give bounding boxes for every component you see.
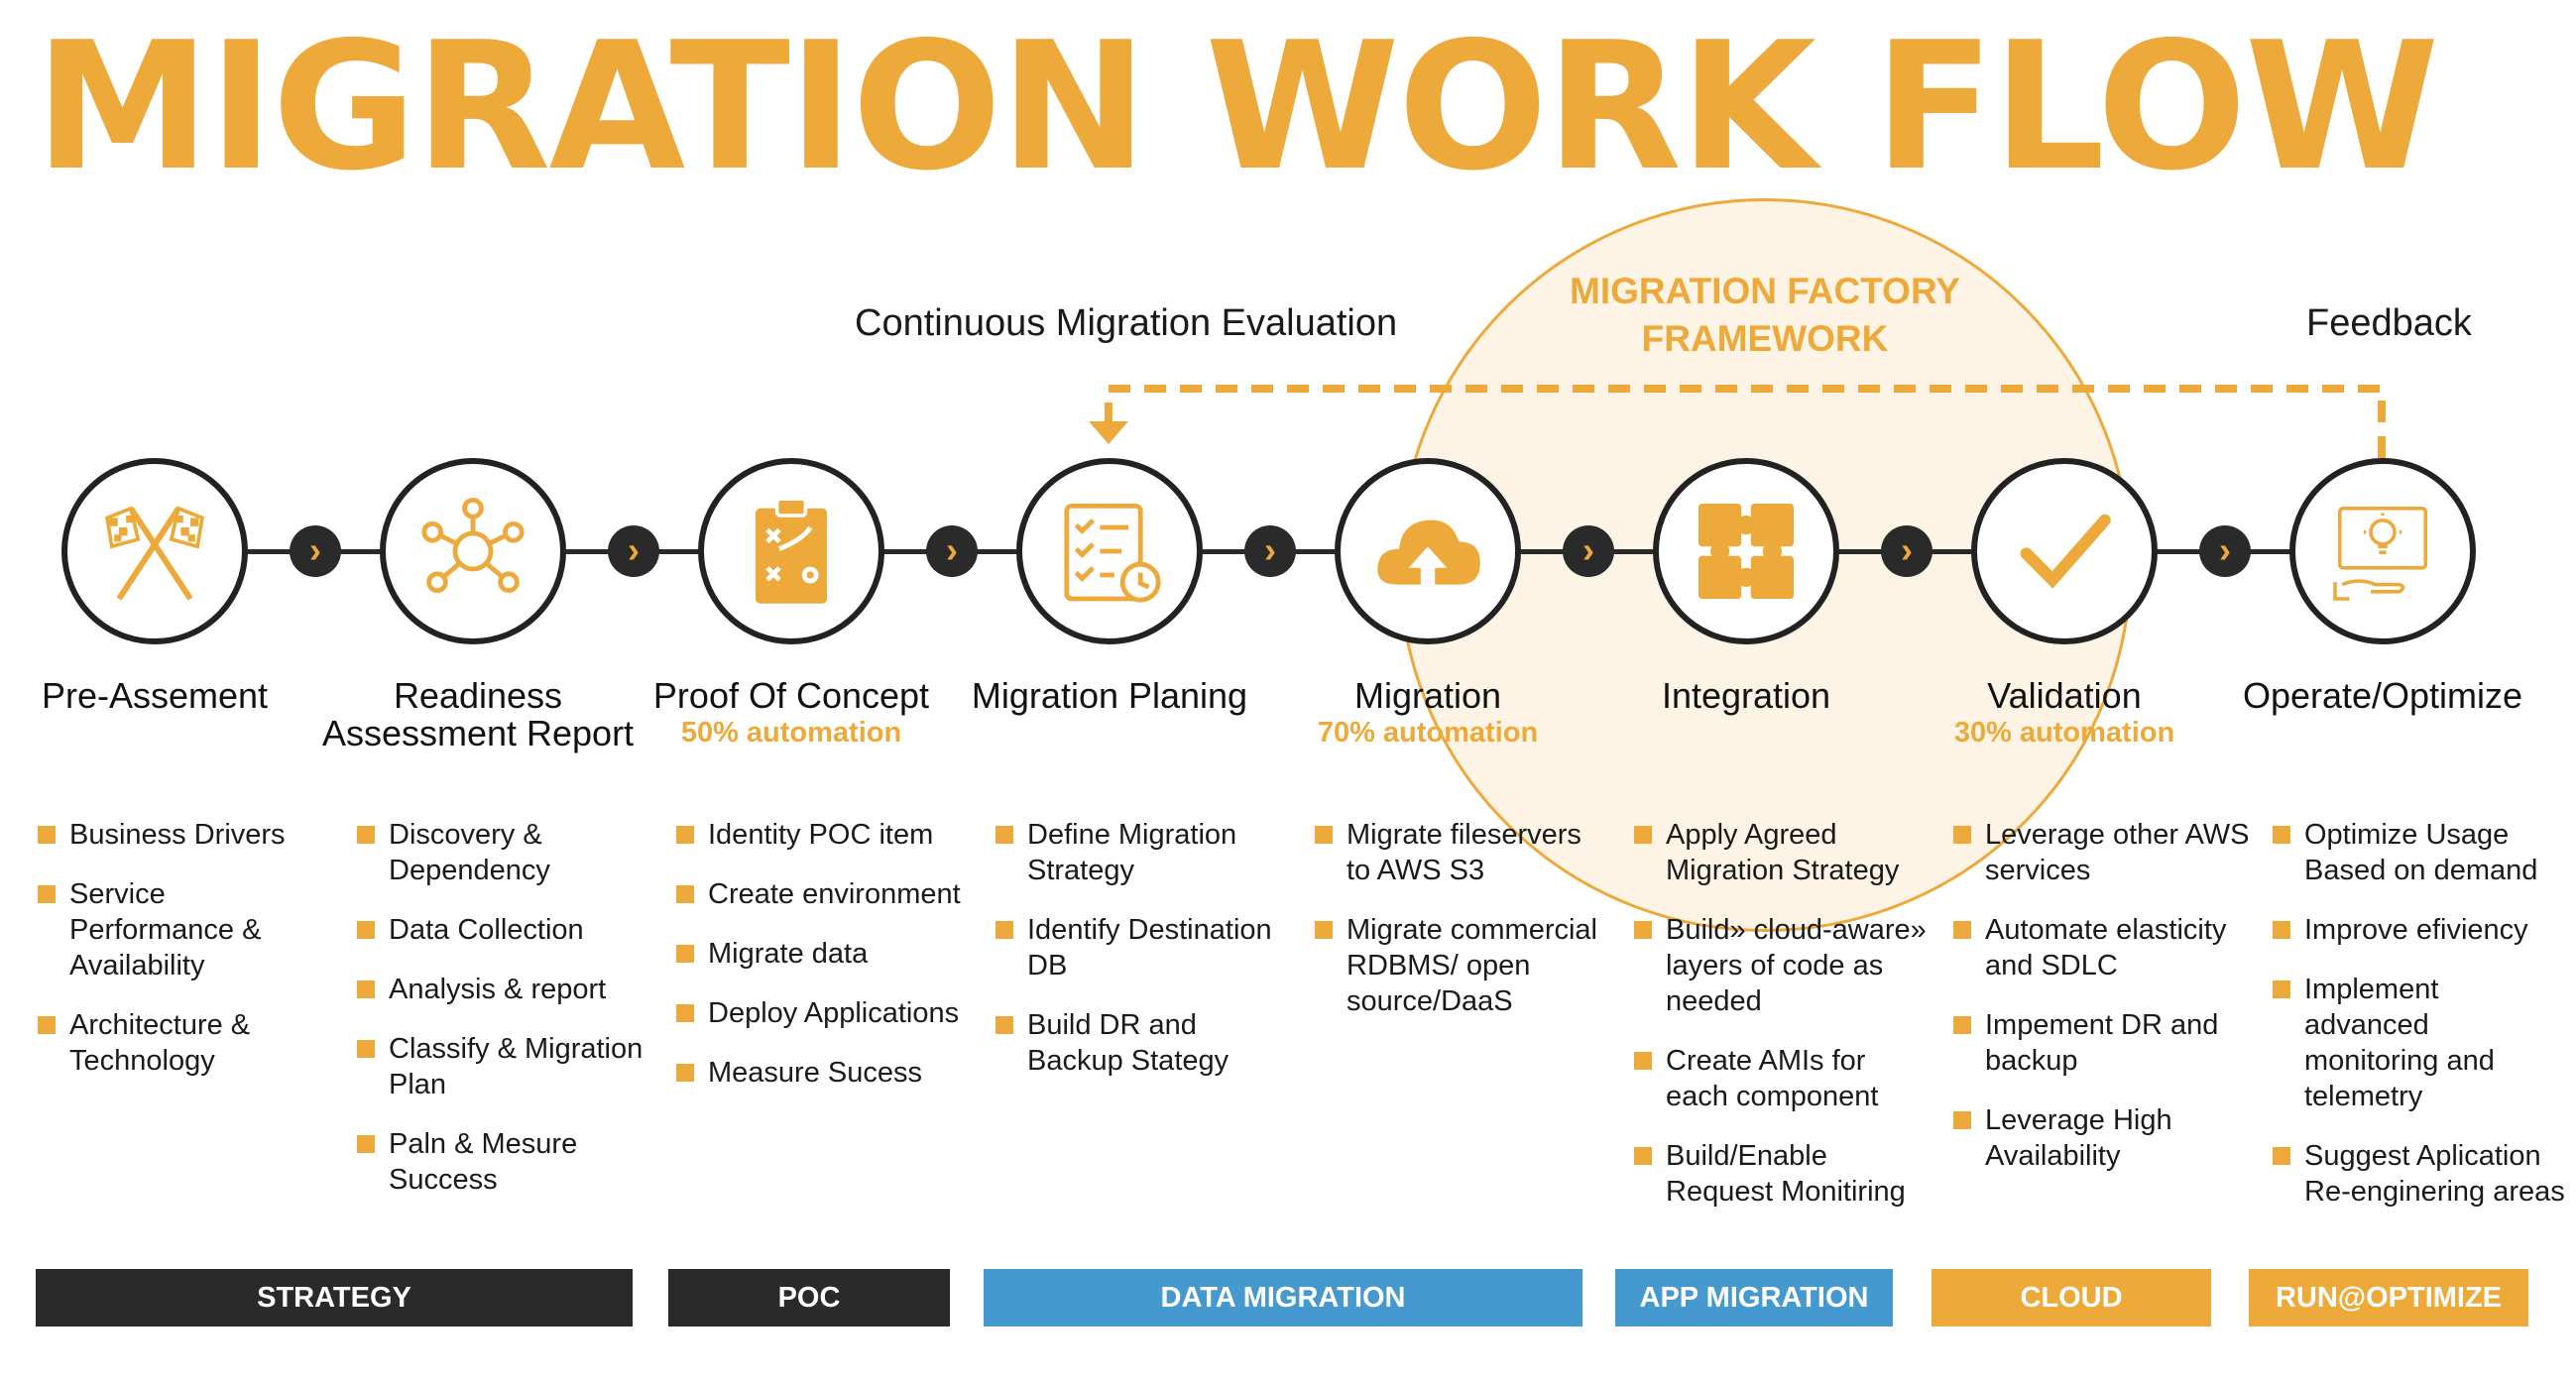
stage-title-text: Operate/Optimize	[2242, 675, 2523, 716]
stage-circle-operate	[2289, 458, 2476, 644]
stage-circle-planning	[1016, 458, 1203, 644]
stage-title: Readiness Assessment Report	[309, 677, 646, 752]
continuous-evaluation-label: Continuous Migration Evaluation	[855, 302, 1398, 344]
list-item: Migrate data	[676, 936, 974, 972]
list-item: Create AMIs for each component	[1634, 1043, 1932, 1114]
chevron-right-icon: ›	[926, 525, 978, 577]
stage-title: Migration Planing	[951, 677, 1268, 715]
list-item: Build/Enable Request Monitiring	[1634, 1138, 1932, 1210]
stage-title: Proof Of Concept 50% automation	[633, 677, 950, 750]
migration-factory-label: MIGRATION FACTORY FRAMEWORK	[1467, 268, 2062, 363]
list-item: Apply Agreed Migration Strategy	[1634, 817, 1932, 888]
clipboard-plan-icon	[756, 497, 827, 604]
phase-bar-app-migration: APP MIGRATION	[1615, 1269, 1893, 1326]
list-item: Discovery & Dependency	[357, 817, 654, 888]
checkmark-icon	[2020, 514, 2111, 589]
monitor-bulb-icon	[2333, 506, 2427, 601]
stage-title-text: Integration	[1661, 675, 1831, 716]
list-item: Define Migration Strategy	[995, 817, 1293, 888]
list-item: Leverage other AWS services	[1953, 817, 2251, 888]
factory-label-line1: MIGRATION FACTORY	[1570, 271, 1960, 311]
automation-label: 50% automation	[680, 717, 902, 749]
list-item: Migrate commercial RDBMS/ open source/Da…	[1315, 912, 1612, 1019]
list-item: Optimize Usage Based on demand	[2273, 817, 2570, 888]
stage-circle-integration	[1653, 458, 1839, 644]
factory-label-line2: FRAMEWORK	[1641, 318, 1889, 359]
list-item: Migrate fileservers to AWS S3	[1315, 817, 1612, 888]
puzzle-icon	[1698, 504, 1794, 599]
stage-title: Validation 30% automation	[1906, 677, 2223, 750]
stage-title: Operate/Optimize	[2224, 677, 2541, 715]
list-item: Impement DR and backup	[1953, 1007, 2251, 1079]
list-item: Suggest Aplication Re-enginering areas	[2273, 1138, 2570, 1210]
list-item: Automate elasticity and SDLC	[1953, 912, 2251, 983]
stage-title: Migration 70% automation	[1269, 677, 1586, 750]
automation-label: 30% automation	[1953, 717, 2175, 749]
stage-title: Pre-Assement	[0, 677, 313, 715]
stage-circle-poc	[698, 458, 884, 644]
list-item: Paln & Mesure Success	[357, 1126, 654, 1198]
list-item: Build DR and Backup Stategy	[995, 1007, 1293, 1079]
list-item: Implement advanced monitoring and teleme…	[2273, 972, 2570, 1114]
chevron-right-icon: ›	[1881, 525, 1932, 577]
chevron-right-icon: ›	[1244, 525, 1296, 577]
list-item: Business Drivers	[38, 817, 335, 853]
list-item: Identify Destination DB	[995, 912, 1293, 983]
phase-bar-poc: POC	[668, 1269, 950, 1326]
list-item: Data Collection	[357, 912, 654, 948]
stage-title-text: Validation	[1987, 675, 2142, 716]
stage-bullet-list: Optimize Usage Based on demand Improve e…	[2273, 817, 2570, 1233]
stage-circle-migration	[1335, 458, 1521, 644]
chevron-right-icon: ›	[2199, 525, 2251, 577]
phase-bar-run-optimize: RUN@OPTIMIZE	[2249, 1269, 2528, 1326]
list-item: Analysis & report	[357, 972, 654, 1007]
page-title: MIGRATION WORK FLOW	[35, 4, 2439, 209]
list-item: Build» cloud-aware» layers of code as ne…	[1634, 912, 1932, 1019]
stage-title-text: Migration Planing	[971, 675, 1248, 716]
stage-bullet-list: Define Migration Strategy Identify Desti…	[995, 817, 1293, 1102]
stage-title: Integration	[1587, 677, 1905, 715]
stage-bullet-list: Discovery & Dependency Data Collection A…	[357, 817, 654, 1221]
list-item: Deploy Applications	[676, 995, 974, 1031]
phase-bar-data-migration: DATA MIGRATION	[984, 1269, 1582, 1326]
stage-bullet-list: Leverage other AWS services Automate ela…	[1953, 817, 2251, 1198]
stage-bullet-list: Identity POC item Create environment Mig…	[676, 817, 974, 1114]
feedback-label: Feedback	[2306, 302, 2472, 344]
list-item: Create environment	[676, 876, 974, 912]
stage-circle-validation	[1971, 458, 2158, 644]
phase-bar-cloud-transition: CLOUD TRANSITION	[1932, 1269, 2211, 1371]
stage-bullet-list: Business Drivers Service Performance & A…	[38, 817, 335, 1102]
checkered-flags-icon	[104, 506, 205, 601]
cloud-upload-icon	[1377, 519, 1480, 587]
list-item: Service Performance & Availability	[38, 876, 335, 983]
chevron-right-icon: ›	[608, 525, 659, 577]
list-item: Architecture & Technology	[38, 1007, 335, 1079]
stage-title-text: Proof Of Concept	[652, 675, 930, 716]
phase-bar-strategy: STRATEGY	[36, 1269, 633, 1326]
chevron-right-icon: ›	[290, 525, 341, 577]
list-item: Measure Sucess	[676, 1055, 974, 1091]
stage-title-text: Readiness Assessment Report	[321, 675, 635, 753]
network-hub-icon	[421, 497, 525, 593]
stage-circle-readiness	[380, 458, 566, 644]
chevron-right-icon: ›	[1563, 525, 1614, 577]
stage-bullet-list: Apply Agreed Migration Strategy Build» c…	[1634, 817, 1932, 1233]
stage-title-text: Migration	[1353, 675, 1502, 716]
checklist-clock-icon	[1064, 504, 1161, 603]
list-item: Improve efiviency	[2273, 912, 2570, 948]
stage-circle-pre-assessment	[61, 458, 248, 644]
stage-bullet-list: Migrate fileservers to AWS S3 Migrate co…	[1315, 817, 1612, 1043]
list-item: Leverage High Availability	[1953, 1102, 2251, 1174]
automation-label: 70% automation	[1317, 717, 1539, 749]
list-item: Identity POC item	[676, 817, 974, 853]
list-item: Classify & Migration Plan	[357, 1031, 654, 1102]
stage-title-text: Pre-Assement	[41, 675, 269, 716]
